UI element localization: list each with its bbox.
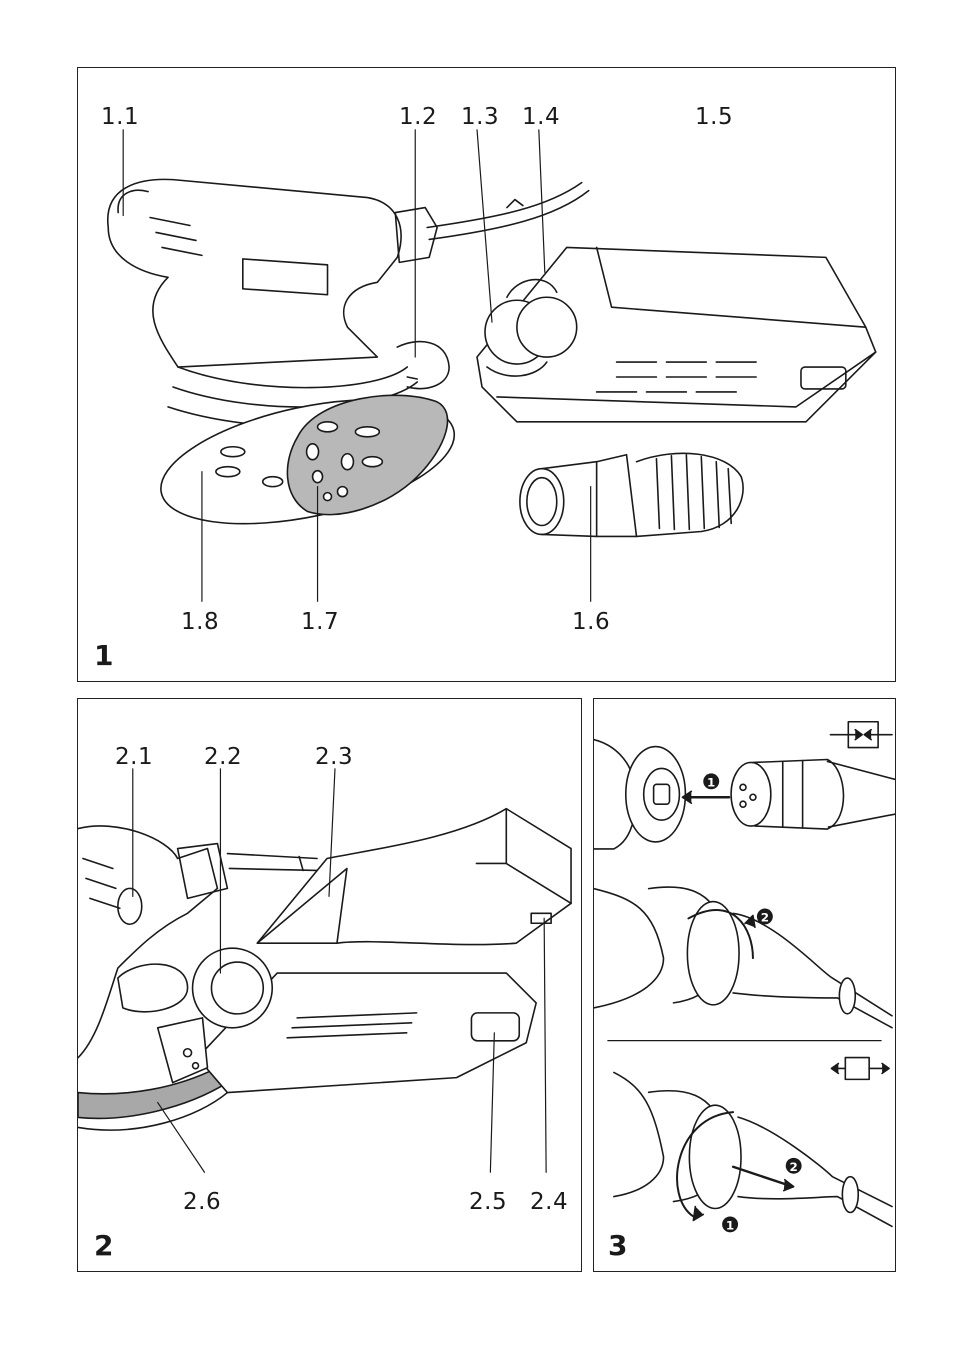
figure-number: 2 bbox=[94, 1229, 114, 1262]
callout-1-4: 1.4 bbox=[522, 104, 561, 130]
callout-1-6: 1.6 bbox=[572, 609, 611, 635]
dust-box-attach-drawing bbox=[78, 768, 572, 1173]
callout-1-1: 1.1 bbox=[101, 104, 140, 130]
sander-body bbox=[107, 178, 402, 368]
callout-1-8: 1.8 bbox=[181, 609, 220, 635]
step-1-badge-bottom bbox=[722, 1216, 739, 1233]
figure-2-panel: 2.1 2.2 2.3 2.6 2.5 2.4 2 bbox=[77, 698, 582, 1272]
connect-icon bbox=[829, 720, 893, 749]
callout-1-7: 1.7 bbox=[301, 609, 340, 635]
callout-2-6: 2.6 bbox=[183, 1189, 222, 1215]
callout-2-3: 2.3 bbox=[315, 744, 354, 770]
callout-1-3: 1.3 bbox=[461, 104, 500, 130]
figure-number: 1 bbox=[94, 639, 114, 672]
step-1-label: 1 bbox=[707, 775, 715, 789]
figure-1-panel: 1.1 1.2 1.3 1.4 1.5 1.8 1.7 1.6 1 bbox=[77, 67, 896, 682]
disconnect-icon bbox=[830, 1056, 890, 1081]
step-2-label-bottom: 2 bbox=[790, 1160, 798, 1174]
cable-plug-drawing: 1 2 2 1 bbox=[594, 720, 895, 1233]
callout-2-2: 2.2 bbox=[204, 744, 243, 770]
callout-2-1: 2.1 bbox=[115, 744, 154, 770]
step-2-label: 2 bbox=[761, 910, 769, 924]
callout-2-4: 2.4 bbox=[530, 1189, 569, 1215]
step-2-badge-bottom bbox=[785, 1157, 802, 1174]
step-1-label-bottom: 1 bbox=[726, 1218, 734, 1232]
step-1-badge bbox=[703, 773, 720, 790]
callout-1-2: 1.2 bbox=[399, 104, 438, 130]
figure-number: 3 bbox=[608, 1229, 628, 1262]
figure-3-panel: 1 2 2 1 3 bbox=[593, 698, 896, 1272]
dust-box bbox=[476, 246, 877, 423]
step-badges: 1 2 2 1 bbox=[703, 773, 802, 1233]
step-2-badge bbox=[756, 908, 773, 925]
callout-2-5: 2.5 bbox=[469, 1189, 508, 1215]
sander-exploded-drawing bbox=[107, 129, 877, 602]
callout-1-5: 1.5 bbox=[695, 104, 734, 130]
